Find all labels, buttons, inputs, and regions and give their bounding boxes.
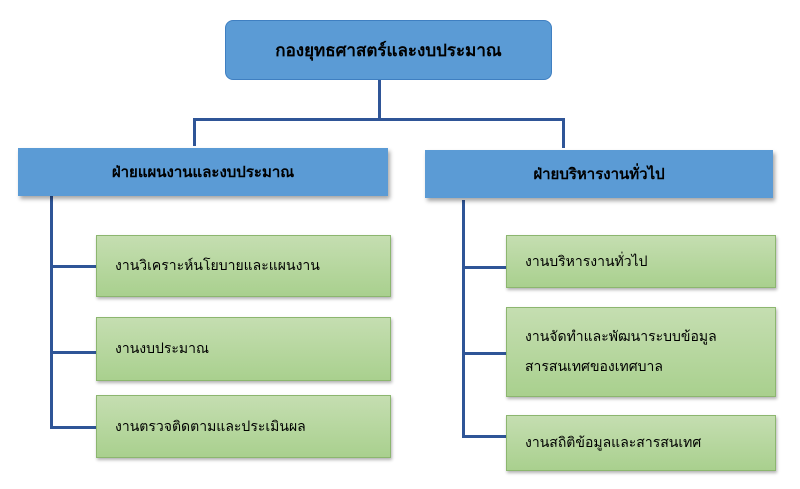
connector-left-branch-3 xyxy=(50,426,96,429)
connector-right-down xyxy=(562,118,565,148)
unit-node: งานจัดทำและพัฒนาระบบข้อมูล สารสนเทศของเท… xyxy=(506,307,776,397)
unit-node: งานบริหารงานทั่วไป xyxy=(506,235,776,288)
root-label: กองยุทธศาสตร์และงบประมาณ xyxy=(275,40,502,61)
connector-right-branch-3 xyxy=(462,435,506,438)
unit-label: งานงบประมาณ xyxy=(115,341,209,357)
unit-node: งานงบประมาณ xyxy=(96,317,391,381)
connector-left-branch-1 xyxy=(50,265,96,268)
root-node: กองยุทธศาสตร์และงบประมาณ xyxy=(225,20,552,80)
unit-node: งานตรวจติดตามและประเมินผล xyxy=(96,395,391,458)
unit-label: งานบริหารงานทั่วไป xyxy=(525,253,648,270)
connector-right-branch-1 xyxy=(462,266,506,269)
unit-node: งานวิเคราะห์นโยบายและแผนงาน xyxy=(96,235,391,297)
connector-horizontal xyxy=(193,118,565,121)
connector-left-down xyxy=(193,118,196,146)
connector-right-branch-2 xyxy=(462,352,506,355)
department-label: ฝ่ายแผนงานและงบประมาณ xyxy=(111,163,295,181)
unit-label: งานวิเคราะห์นโยบายและแผนงาน xyxy=(115,258,320,274)
connector-root-down xyxy=(378,80,381,120)
unit-label: งานตรวจติดตามและประเมินผล xyxy=(115,418,306,435)
department-node-plan-budget: ฝ่ายแผนงานและงบประมาณ xyxy=(18,148,388,196)
connector-left-spine xyxy=(50,196,53,429)
unit-node: งานสถิติข้อมูลและสารสนเทศ xyxy=(506,415,776,471)
unit-label: งานสถิติข้อมูลและสารสนเทศ xyxy=(525,435,702,451)
connector-right-spine xyxy=(462,200,465,438)
connector-left-branch-2 xyxy=(50,351,96,354)
department-label: ฝ่ายบริหารงานทั่วไป xyxy=(533,165,665,183)
unit-label: งานจัดทำและพัฒนาระบบข้อมูล สารสนเทศของเท… xyxy=(525,329,717,375)
department-node-general-admin: ฝ่ายบริหารงานทั่วไป xyxy=(425,150,773,198)
